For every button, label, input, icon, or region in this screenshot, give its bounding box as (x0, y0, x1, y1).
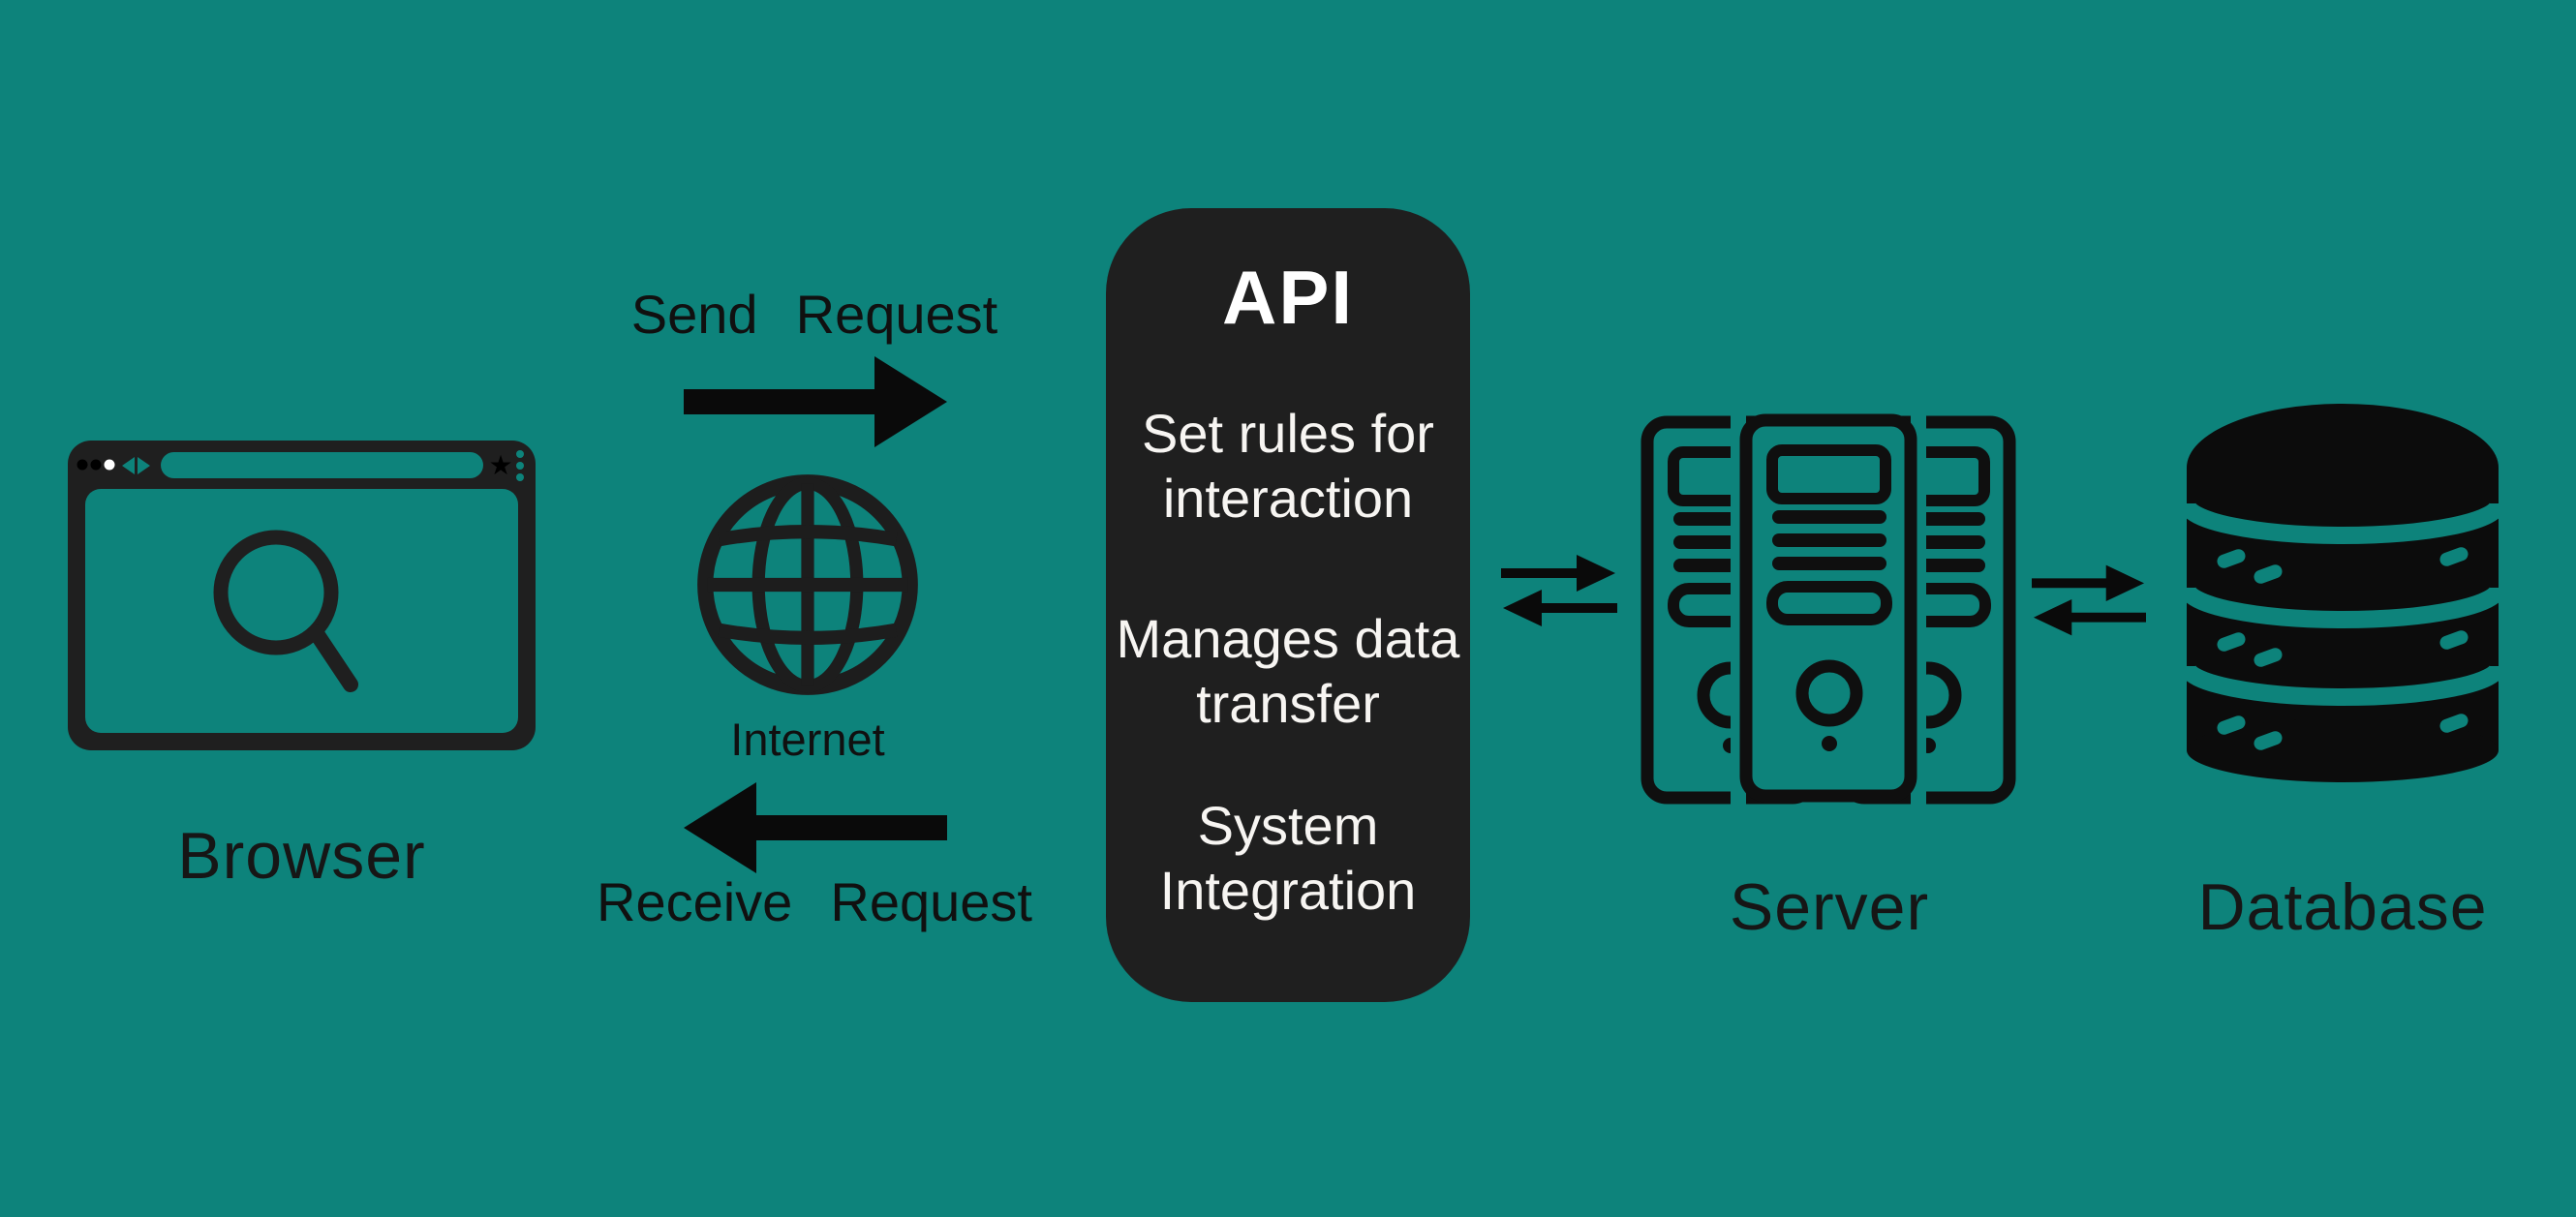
send-request-label: Send Request (630, 284, 998, 345)
back-arrow-icon (122, 457, 135, 474)
globe-icon (697, 474, 918, 695)
database-cylinder-icon (2187, 404, 2499, 782)
receive-request-label: Receive Request (597, 871, 1032, 932)
kebab-menu-icon (516, 450, 524, 458)
bookmark-star-icon: ★ (488, 450, 512, 480)
database-label: Database (2197, 870, 2488, 944)
api-card: API Set rules for interaction Manages da… (1106, 208, 1470, 1002)
api-point: Set rules for interaction (1142, 403, 1434, 529)
send-arrow-right-icon (684, 356, 947, 447)
kebab-menu-icon (516, 473, 524, 481)
window-dot-icon (77, 459, 88, 471)
server-label: Server (1729, 870, 1930, 944)
browser-window-icon: ★ (68, 441, 536, 750)
browser-label: Browser (177, 819, 426, 893)
kebab-menu-icon (516, 462, 524, 470)
internet-label: Internet (730, 714, 885, 765)
address-bar (161, 452, 483, 478)
receive-arrow-left-icon (684, 782, 947, 873)
forward-arrow-icon (138, 457, 150, 474)
api-point: System Integration (1159, 795, 1417, 921)
search-icon (213, 530, 358, 692)
api-title: API (1221, 255, 1355, 340)
server-database-exchange-arrows-icon (2032, 564, 2146, 636)
api-server-exchange-arrows-icon (1501, 555, 1617, 626)
api-point: Manages data transfer (1116, 608, 1460, 734)
window-dot-icon (104, 459, 115, 471)
server-rack-icon (1649, 409, 2009, 807)
window-dot-icon (90, 459, 102, 471)
